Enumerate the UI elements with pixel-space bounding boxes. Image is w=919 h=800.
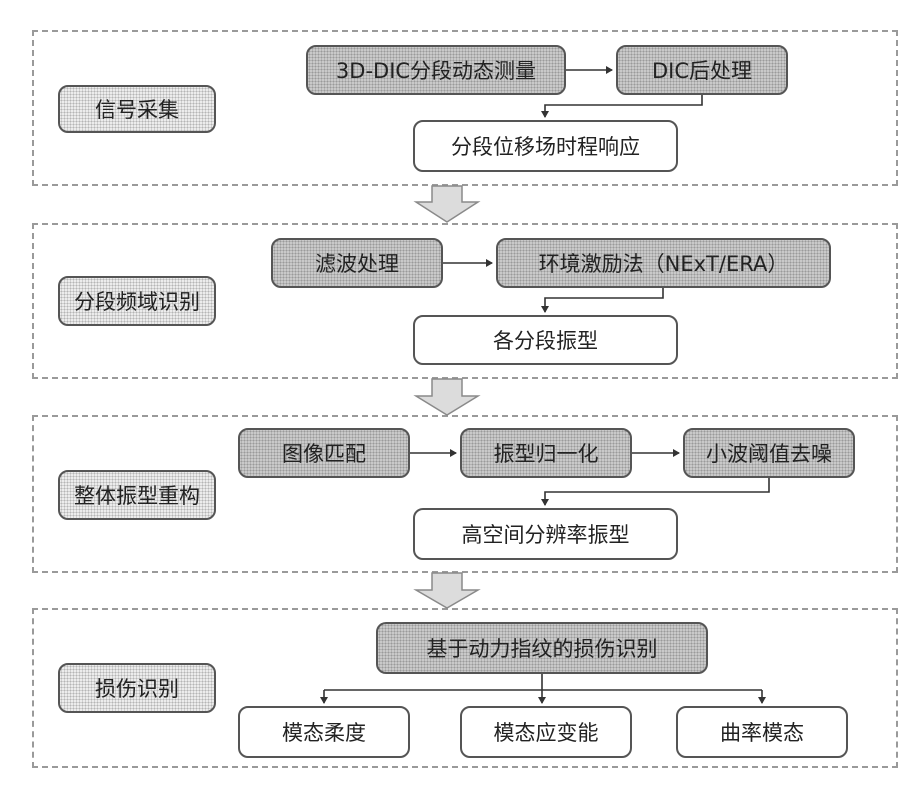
- arrow-ambient-to-segment-modes: [545, 288, 663, 312]
- block-arrow-2: [416, 379, 478, 415]
- arrow-denoise-to-high-res: [545, 478, 769, 505]
- arrow-post-to-response: [545, 95, 702, 117]
- block-arrow-1: [416, 186, 478, 222]
- block-arrow-3: [416, 573, 478, 608]
